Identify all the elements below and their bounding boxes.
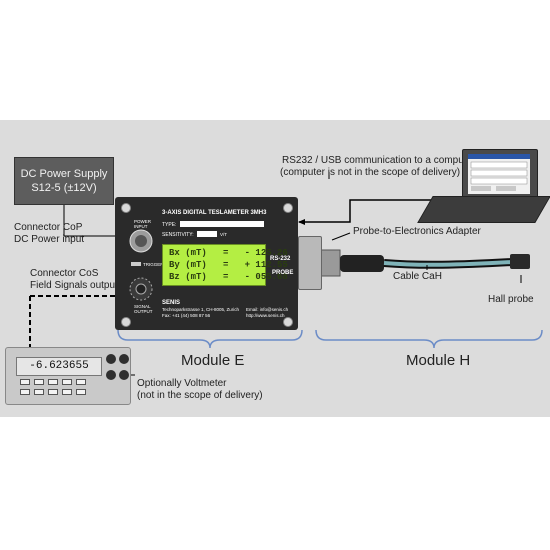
probe-connector: [298, 236, 322, 290]
laptop-app-window: [468, 154, 530, 194]
lcd-bz-row: Bz (mT) = - 055.68: [169, 272, 288, 282]
sensitivity-unit: V/T: [220, 232, 228, 237]
voltmeter-display: -6.623655: [16, 357, 102, 376]
rs232-wire: [299, 199, 462, 223]
app-screenshot-icon: [468, 154, 530, 191]
voltmeter-knob: [119, 370, 129, 380]
label-voltmeter-note: (not in the scope of delivery): [137, 390, 263, 401]
laptop-screen: [462, 149, 538, 201]
email-label: Email: info@senis.ch: [246, 307, 289, 312]
voltmeter-key: [62, 389, 72, 395]
power-input-label: POWER INPUT: [134, 219, 152, 229]
voltmeter-key: [76, 379, 86, 385]
module-h-label: Module H: [406, 352, 471, 369]
adapter-pointer: [331, 232, 351, 241]
label-hall-probe: Hall probe: [488, 294, 534, 305]
label-voltmeter: Optionally Voltmeter: [137, 378, 227, 389]
voltmeter-knob: [106, 370, 116, 380]
label-rs232-note: (computer is not in the scope of deliver…: [280, 167, 461, 178]
label-dc-power-input: DC Power input: [14, 234, 85, 245]
module-e-label: Module E: [181, 352, 245, 369]
label-cable: Cable CaH: [393, 271, 442, 282]
voltmeter-key: [20, 379, 30, 385]
voltmeter-key: [76, 389, 86, 395]
label-rs232: RS232 / USB communication to a computer: [282, 155, 476, 166]
psu-title: DC Power Supply: [20, 168, 108, 180]
power-connector-icon: [129, 229, 153, 253]
voltmeter-key: [34, 389, 44, 395]
label-connector-cop: Connector CoP: [14, 222, 83, 233]
brand-label: SENIS: [162, 300, 181, 306]
psu-model: S12-5 (±12V): [31, 182, 97, 194]
lcd-bx-row: Bx (mT) = - 125.26: [169, 248, 288, 258]
laptop-keyboard: [417, 196, 550, 223]
lcd-display: Bx (mT) = - 125.26 By (mT) = + 112.55 Bz…: [162, 244, 288, 286]
trigger-connector-icon: [131, 262, 141, 266]
voltmeter-key: [62, 379, 72, 385]
voltmeter-key: [34, 379, 44, 385]
signal-output-label: SIGNAL OUTPUT: [134, 304, 153, 314]
module-h-bracket: [315, 329, 543, 349]
web-label: http://www.senis.ch: [246, 313, 285, 318]
device-title: 3-AXIS DIGITAL TESLAMETER 3MH3: [162, 210, 267, 216]
voltmeter-key: [20, 389, 30, 395]
rs232-port-label: RS-232: [270, 256, 291, 262]
hall-probe-head: [510, 254, 530, 269]
type-field: [180, 221, 264, 227]
screw: [121, 203, 131, 213]
voltmeter-knob: [119, 354, 129, 364]
trigger-label: TRIGGER: [143, 262, 164, 267]
voltmeter-key: [48, 379, 58, 385]
probe-port-label: PROBE: [272, 270, 294, 276]
screw: [283, 203, 293, 213]
adapter-plug: [340, 255, 384, 272]
fax-label: Fax: +41 (44) 508 87 56: [162, 313, 211, 318]
dc-power-supply: DC Power Supply S12-5 (±12V): [14, 157, 114, 205]
adapter-body: [319, 249, 341, 277]
sensitivity-label: SENSITIVITY:: [162, 232, 194, 238]
label-adapter: Probe-to-Electronics Adapter: [353, 226, 481, 237]
module-e-bracket: [117, 329, 303, 349]
lcd-by-row: By (mT) = + 112.55: [169, 260, 288, 270]
device-type-label: TYPE:: [162, 222, 177, 228]
voltmeter-key: [48, 389, 58, 395]
rs232-arrow: [298, 219, 305, 225]
label-connector-cos: Connector CoS: [30, 268, 99, 279]
label-field-signals: Field Signals output: [30, 280, 118, 291]
address-label: Technoparkstrasse 1, CH-8005, Zurich: [162, 307, 240, 312]
voltmeter-knob: [106, 354, 116, 364]
sensitivity-field: [197, 231, 217, 237]
signal-connector-icon: [129, 277, 153, 301]
screw: [121, 317, 131, 327]
voltmeter: -6.623655: [5, 347, 131, 405]
screw: [283, 317, 293, 327]
